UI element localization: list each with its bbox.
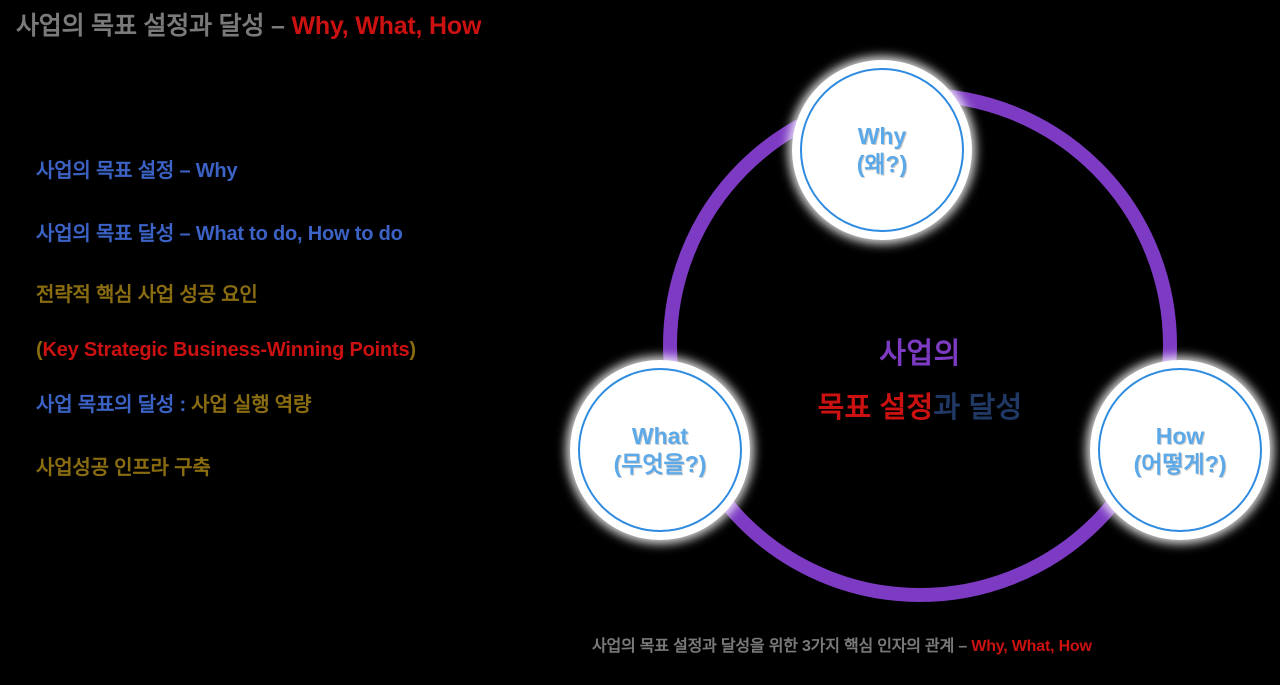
list-item-open-paren: ( [36,339,43,361]
list-item: 사업성공 인프라 구축 [36,457,211,479]
node-how-label-ko: (어떻게?) [1133,451,1227,477]
node-what-label: What (무엇을?) [614,422,707,478]
list-item-label: Key Strategic Business-Winning Points [42,339,410,361]
list-item-close-paren: ) [409,339,416,361]
node-what[interactable]: What (무엇을?) [570,360,750,540]
node-what-label-en: What [631,422,689,449]
node-what-label-ko: (무엇을?) [613,451,707,477]
list-item: 사업의 목표 달성 – What to do, How to do [36,223,403,245]
list-item-label-secondary: 사업 실행 역량 [191,394,312,416]
node-how[interactable]: How (어떻게?) [1090,360,1270,540]
diagram-caption-korean: 사업의 목표 설정과 달성을 위한 3가지 핵심 인자의 관계 – [592,638,972,655]
center-text-line1: 사업의 [879,338,961,370]
bullet-list: 사업의 목표 설정 – Why 사업의 목표 달성 – What to do, … [36,160,576,480]
diagram-caption: 사업의 목표 설정과 달성을 위한 3가지 핵심 인자의 관계 – Why, W… [592,632,1092,656]
list-item: 전략적 핵심 사업 성공 요인 [36,284,258,306]
cycle-diagram: 사업의 목표 설정과 달성 Why (왜?) What (무엇을?) How (… [560,40,1280,660]
page-title-korean: 사업의 목표 설정과 달성 – [16,12,292,40]
node-why-label-en: Why [857,122,907,149]
page-title: 사업의 목표 설정과 달성 – Why, What, How [16,6,481,42]
node-why-label: Why (왜?) [857,122,908,178]
diagram-caption-english: Why, What, How [971,638,1092,655]
center-text-red-segment: 목표 설정 [817,392,934,424]
node-how-label: How (어떻게?) [1134,422,1227,478]
node-how-label-en: How [1155,422,1205,449]
node-why-label-ko: (왜?) [856,151,908,177]
page-title-english: Why, What, How [291,12,482,40]
center-text-navy-segment: 과 달성 [933,392,1023,424]
center-text-line2: 목표 설정과 달성 [750,384,1090,426]
list-item: 사업 목표의 달성 : 사업 실행 역량 [36,394,576,417]
node-why[interactable]: Why (왜?) [792,60,972,240]
list-item: 사업의 목표 설정 – Why [36,160,238,182]
list-item-label-primary: 사업 목표의 달성 : [36,394,192,416]
diagram-center-text: 사업의 목표 설정과 달성 [750,330,1090,426]
list-item: (Key Strategic Business-Winning Points) [36,339,576,362]
